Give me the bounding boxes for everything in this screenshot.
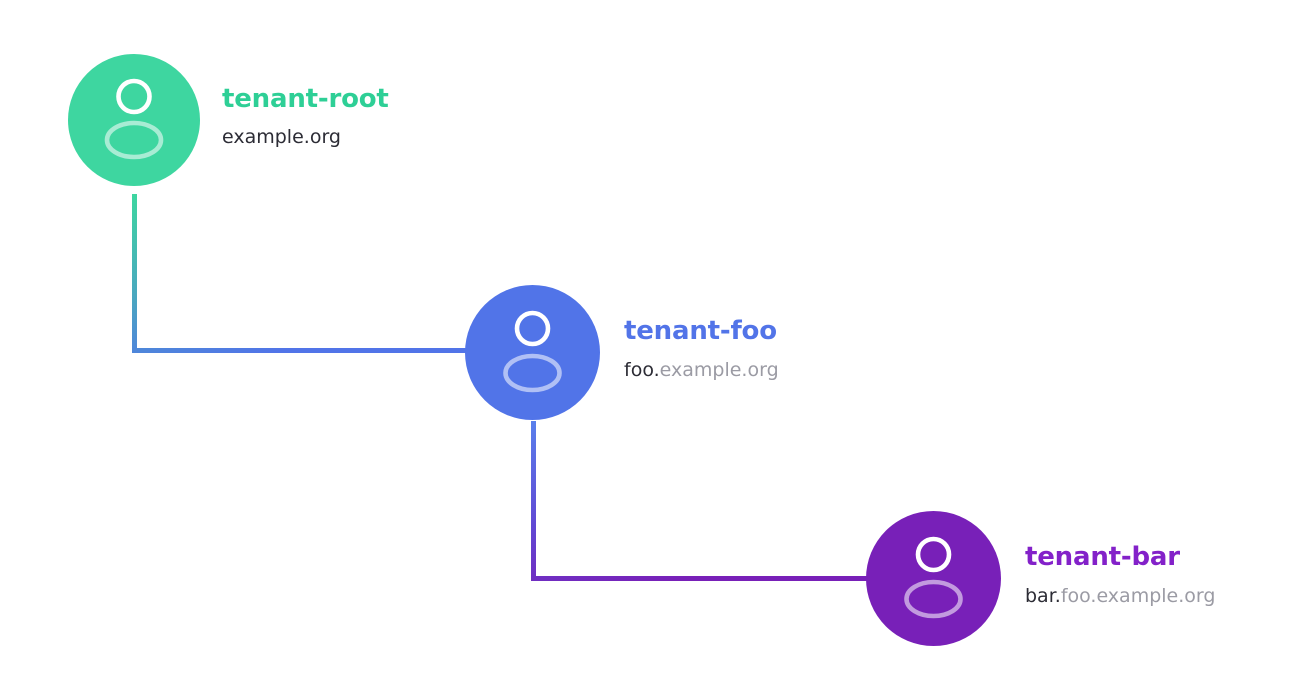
node-subtitle-suffix: example.org (659, 358, 779, 381)
avatar[interactable] (465, 285, 600, 420)
node-subtitle-prefix: foo. (624, 358, 660, 381)
node-tenant-bar[interactable]: tenant-bar bar.foo.example.org (866, 511, 1215, 646)
node-subtitle: bar.foo.example.org (1025, 584, 1216, 608)
node-subtitle: foo.example.org (624, 358, 779, 382)
avatar[interactable] (68, 54, 200, 186)
person-icon (904, 536, 963, 619)
node-subtitle-prefix: example.org (222, 126, 341, 149)
node-tenant-root[interactable]: tenant-root example.org (68, 54, 389, 186)
node-subtitle: example.org (222, 126, 389, 149)
node-subtitle-prefix: bar. (1025, 584, 1061, 607)
edge-root-to-foo (132, 194, 466, 353)
node-title: tenant-bar (1025, 542, 1180, 573)
node-subtitle-suffix: foo.example.org (1060, 584, 1216, 607)
node-label-group: tenant-root example.org (222, 85, 389, 155)
node-label-group: tenant-bar bar.foo.example.org (1025, 543, 1215, 613)
person-icon (503, 310, 562, 393)
node-title: tenant-foo (624, 316, 777, 347)
edge-foo-to-bar (531, 421, 867, 581)
node-tenant-foo[interactable]: tenant-foo foo.example.org (465, 285, 779, 420)
person-icon (104, 78, 164, 160)
node-label-group: tenant-foo foo.example.org (624, 317, 779, 387)
avatar[interactable] (866, 511, 1001, 646)
node-title: tenant-root (222, 83, 389, 114)
